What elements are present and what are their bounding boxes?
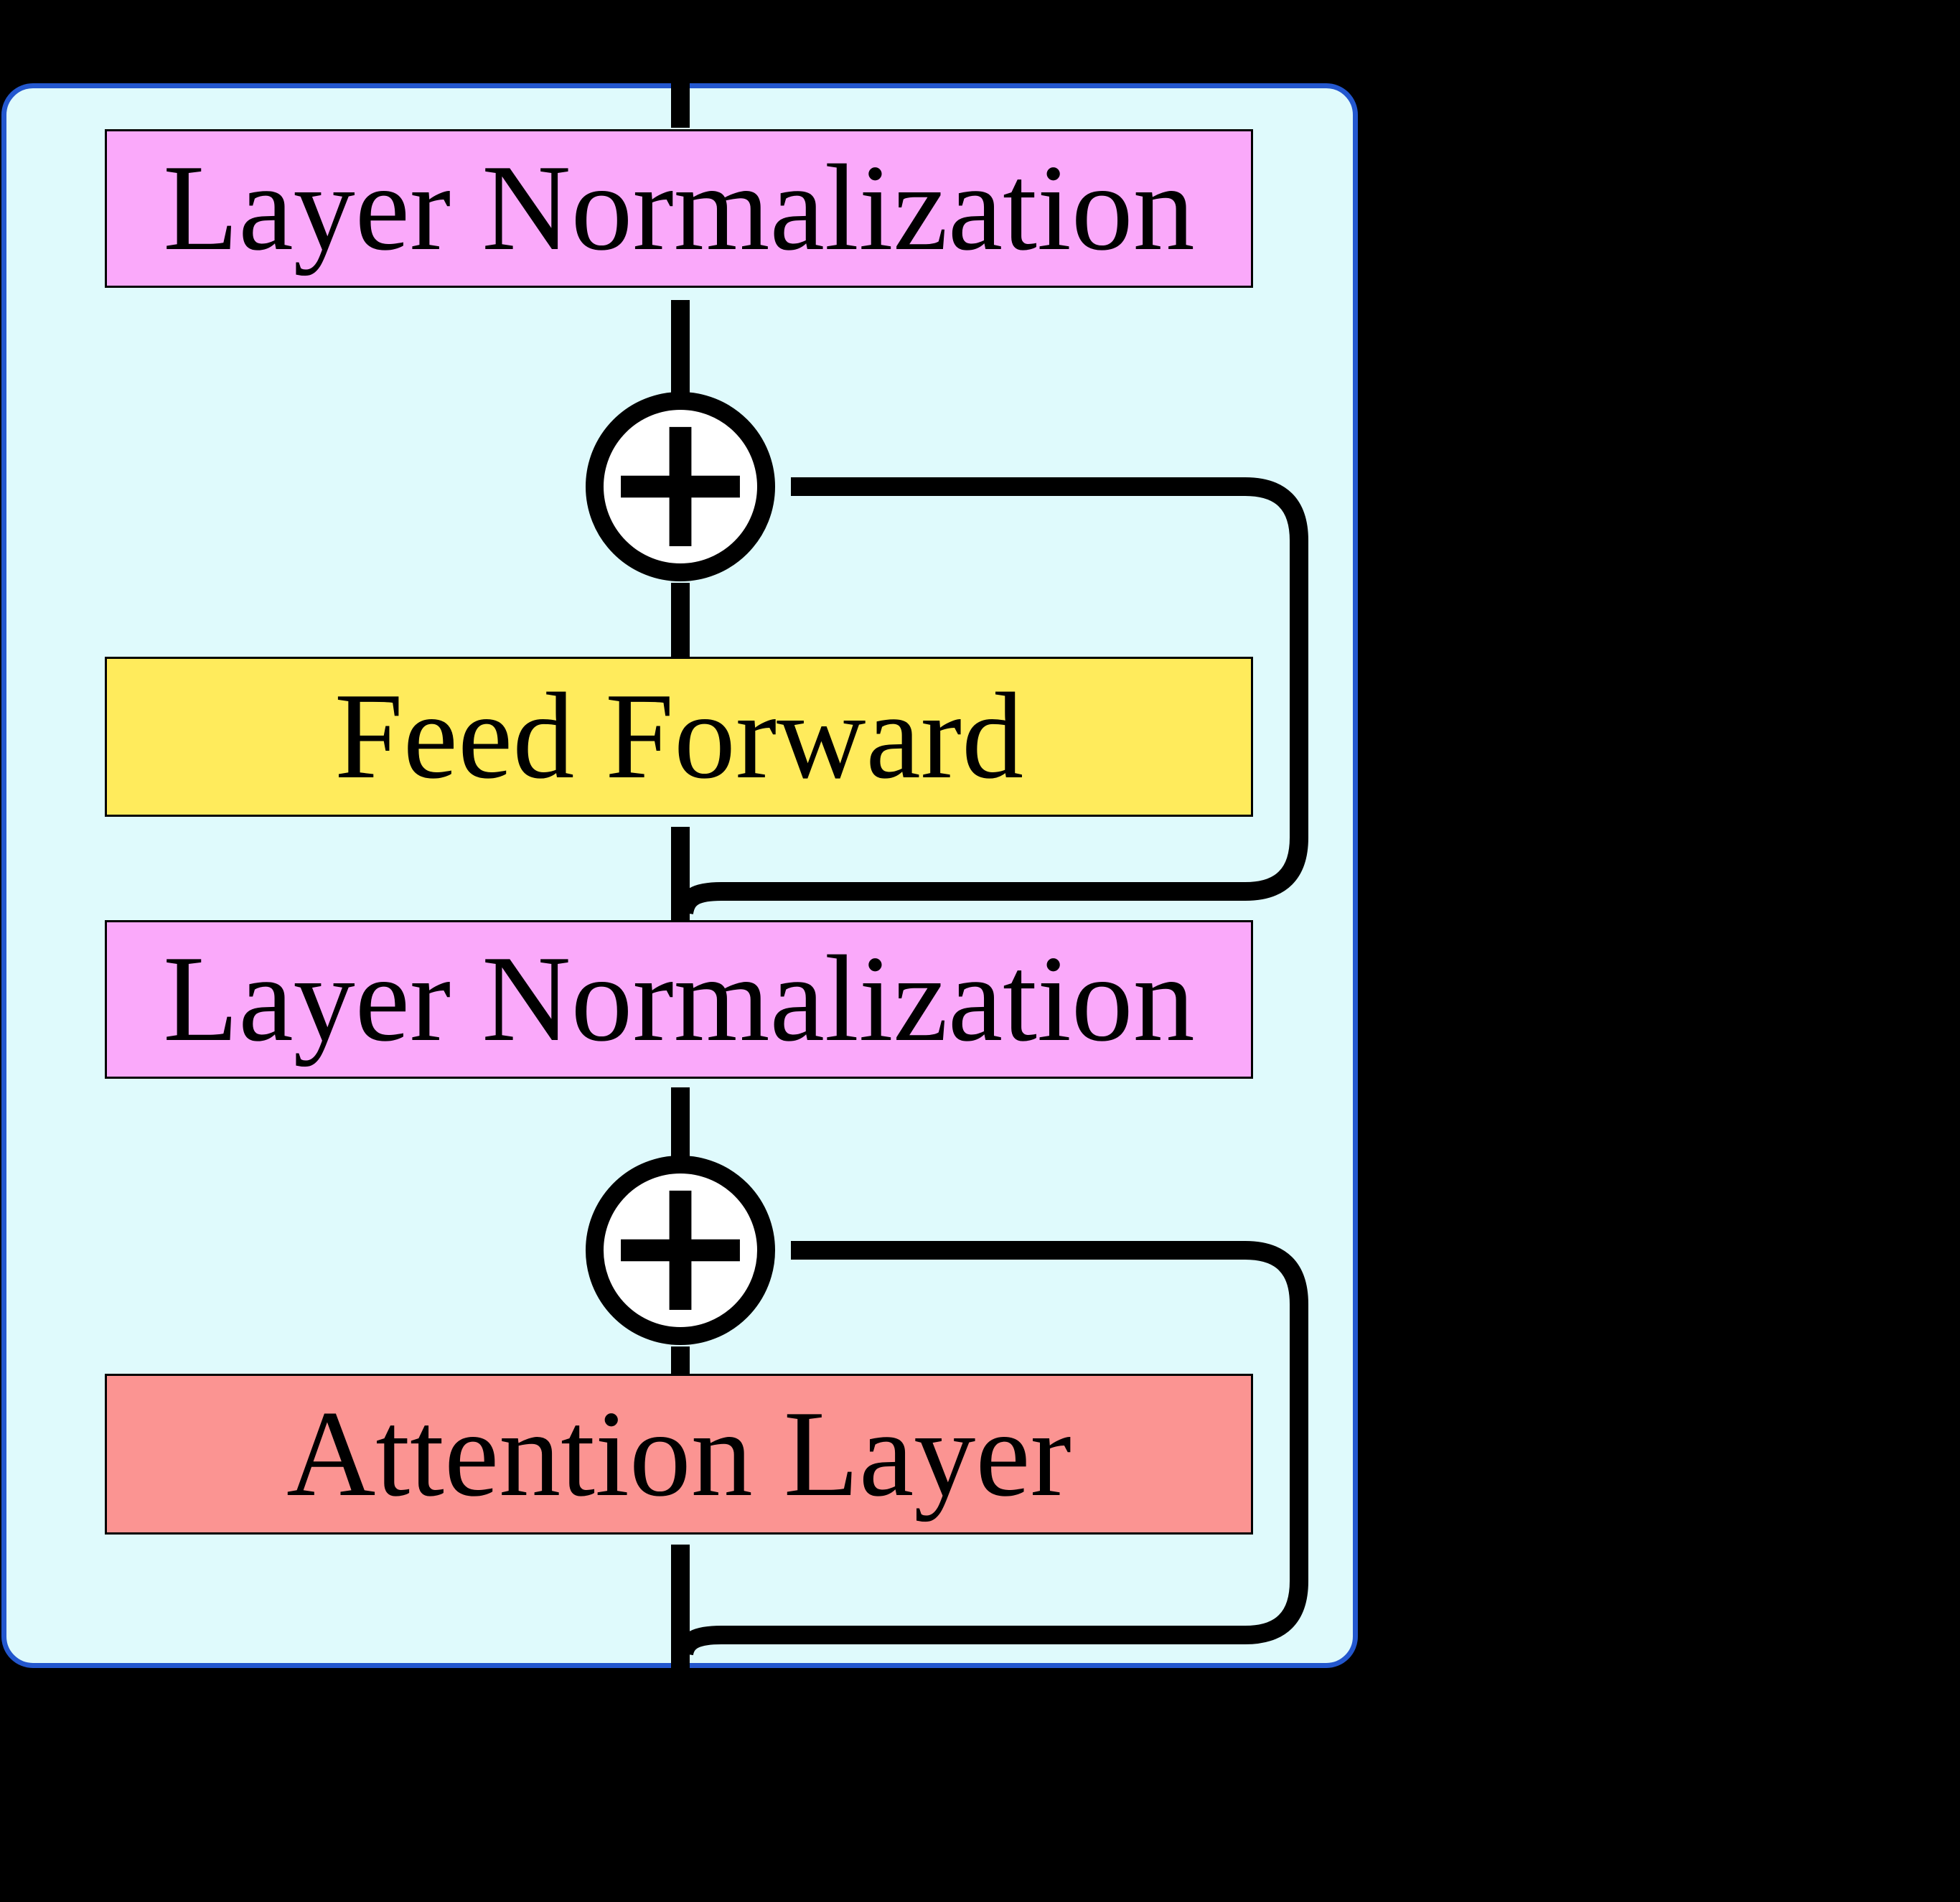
plus-icon: + — [600, 370, 761, 591]
residual-adder-top: + — [586, 385, 775, 581]
block-layer-norm-mid: Layer Normalization — [105, 920, 1253, 1079]
block-layer-norm-top: Layer Normalization — [105, 129, 1253, 288]
residual-adder-bottom: + — [586, 1149, 775, 1345]
block-attention-layer: Attention Layer — [105, 1374, 1253, 1535]
plus-icon: + — [600, 1133, 761, 1355]
block-label: Feed Forward — [334, 668, 1024, 805]
block-feed-forward: Feed Forward — [105, 657, 1253, 817]
block-label: Layer Normalization — [163, 140, 1195, 276]
block-label: Layer Normalization — [163, 931, 1195, 1067]
block-label: Attention Layer — [286, 1385, 1072, 1522]
